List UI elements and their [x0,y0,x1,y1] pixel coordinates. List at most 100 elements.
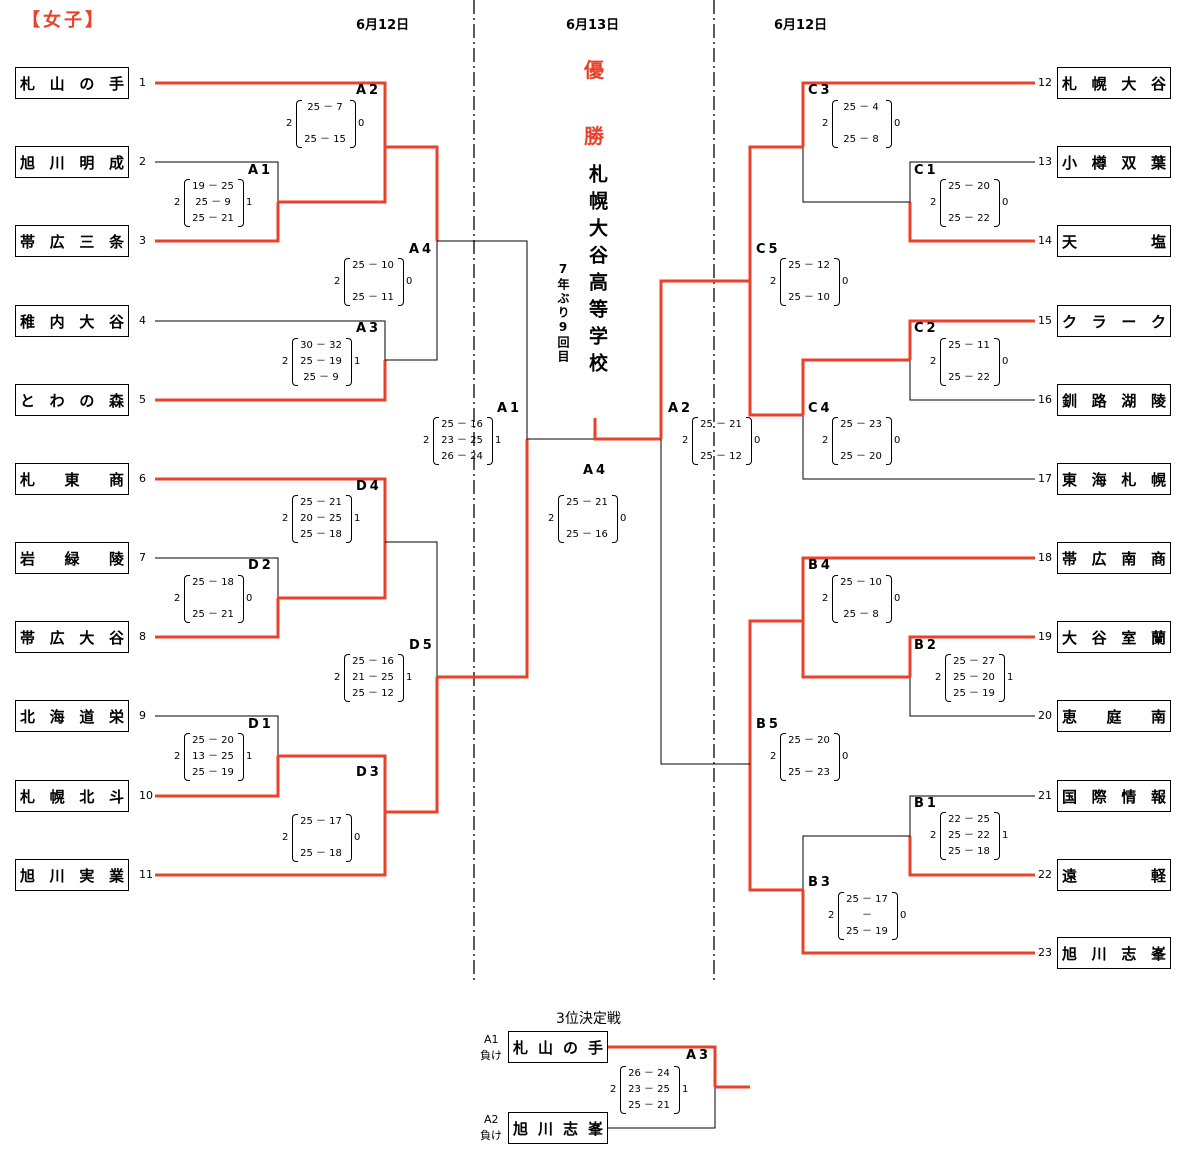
sets-lost: 0 [842,276,849,287]
seed-number: 5 [139,393,146,406]
brace-left [940,338,946,386]
set-score: 25 － 18 [948,846,990,857]
brace-right [834,733,840,781]
sets-lost: 0 [246,593,253,604]
team-box: 帯広三条 [15,225,129,257]
brace-left [558,495,564,543]
team-box: 北海道栄 [15,700,129,732]
seed-number: 7 [139,551,146,564]
champion-label-1: 優 [584,58,604,82]
brace-right [238,575,244,623]
team-name: 札山の手 [513,1038,603,1057]
set-score: 25 － 18 [300,529,342,540]
set-score: 26 － 24 [628,1068,670,1079]
set-score: 25 － 20 [948,181,990,192]
seed-number: 11 [139,868,153,881]
bracket-line [802,415,1035,480]
bracket-line [155,161,279,202]
sets-lost: 1 [495,435,502,446]
set-score: 25 － 21 [628,1100,670,1111]
sets-lost: 1 [1007,672,1014,683]
set-score: 25 － 19 [953,688,995,699]
seed-number: 8 [139,630,146,643]
team-name: とわの森 [20,391,124,410]
brace-left [832,417,838,465]
brace-right [994,338,1000,386]
set-score: 25 － 18 [192,577,234,588]
brace-left [832,100,838,148]
match-label: C1 [914,163,939,178]
bracket-line [802,835,910,890]
team-name: 帯広南商 [1062,549,1166,568]
winner-line [801,358,910,415]
date-left: 6月12日 [356,18,410,33]
sets-lost: 0 [894,435,901,446]
bracket-line [909,360,1035,401]
set-score: 25 － 12 [700,451,742,462]
seed-number: 14 [1038,234,1052,247]
set-score: 25 － 18 [300,848,342,859]
set-score: 25 － 17 [300,816,342,827]
set-score: 13 － 25 [192,751,234,762]
sets-won: 2 [423,435,430,446]
match-label: A3 [356,321,382,336]
seed-number: 3 [139,234,146,247]
seed-number: 20 [1038,709,1052,722]
champion-name: 札幌大谷高等学校 [586,164,608,380]
set-score: 25 － 22 [948,830,990,841]
winner-line [801,621,910,679]
bracket-title: 【女子】 [22,10,106,31]
bracket-line [909,161,1035,202]
winner-line [278,147,387,204]
match-label: C4 [808,401,833,416]
team-name: 天 塩 [1062,232,1166,251]
winner-line [155,812,387,877]
set-score: 25 － 20 [840,451,882,462]
brace-right [398,258,404,306]
winner-line [801,556,1035,621]
team-box: 札山の手 [508,1031,608,1063]
match-label: A4 [583,463,609,478]
match-label: A1 [248,163,274,178]
match-label: A3 [686,1048,712,1063]
team-name: 小樽双葉 [1062,153,1166,172]
team-name: 釧路湖陵 [1062,391,1166,410]
match-label: A2 [356,83,382,98]
set-score: 25 － 8 [843,134,879,145]
winner-line [385,677,439,814]
brace-right [886,100,892,148]
set-score: 25 － 20 [788,735,830,746]
team-box: 小樽双葉 [1057,146,1171,178]
winner-line [278,542,387,600]
set-score: 25 － 16 [352,656,394,667]
set-score: 25 － 20 [192,735,234,746]
team-name: クラーク [1062,312,1166,331]
seed-number: 19 [1038,630,1052,643]
brace-right [674,1066,680,1114]
team-box: 札山の手 [15,67,129,99]
team-name: 帯広大谷 [20,628,124,647]
winner-line [155,477,387,542]
team-name: 東海札幌 [1062,470,1166,489]
set-score: 25 － 7 [307,102,343,113]
brace-right [238,733,244,781]
set-score: 25 － 21 [566,497,608,508]
set-score: 20 － 25 [300,513,342,524]
match-label: B1 [914,796,939,811]
match-label: B4 [808,558,833,573]
brace-left [296,100,302,148]
bracket-line [660,439,750,765]
sets-lost: 0 [754,435,761,446]
seed-number: 17 [1038,472,1052,485]
winner-line [748,764,803,892]
brace-left [184,179,190,227]
set-score: 26 － 24 [441,451,483,462]
